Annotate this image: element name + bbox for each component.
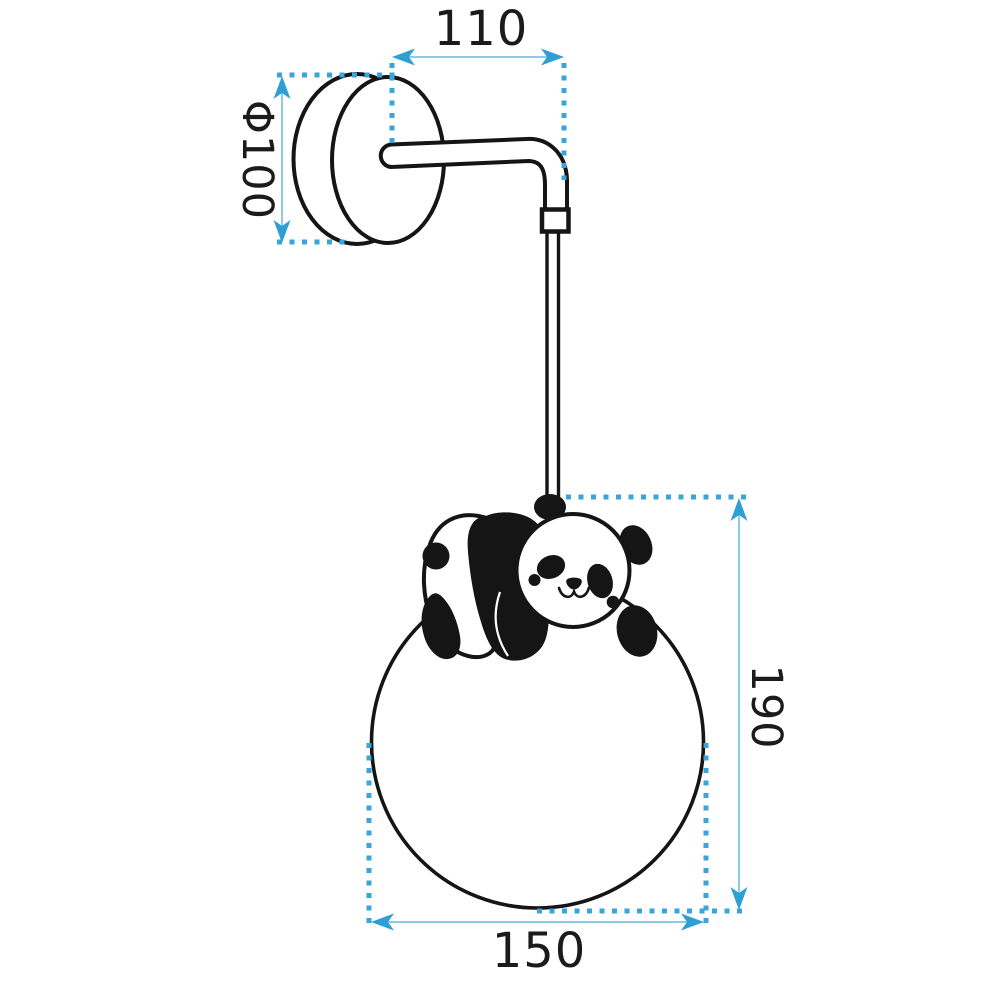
panda-figure xyxy=(421,494,658,661)
arrowhead-right-icon xyxy=(541,48,564,66)
panda-tail xyxy=(422,542,450,570)
arrowhead-left-icon xyxy=(392,48,415,66)
dimension-150 xyxy=(366,743,709,931)
dimension-label-shade-diameter: 150 xyxy=(491,923,587,979)
dimension-190 xyxy=(537,494,748,914)
arrowhead-left-icon xyxy=(371,913,394,931)
dimension-label-shade-drop-height: 190 xyxy=(741,664,791,750)
panda-leg-seam xyxy=(494,591,509,657)
panda-ear-left xyxy=(534,494,566,520)
arrowhead-up-icon xyxy=(273,76,291,99)
panda-mouth xyxy=(557,586,591,599)
arrowhead-down-icon xyxy=(273,220,291,243)
dimension-label-wall-plate-diameter: Φ100 xyxy=(232,100,282,220)
panda-rear-leg xyxy=(421,593,461,660)
arrowhead-up-icon xyxy=(730,498,748,521)
panda-eye-patch-right xyxy=(587,563,613,599)
panda-nose xyxy=(566,577,582,590)
curved-arm xyxy=(378,136,569,213)
dimension-phi100 xyxy=(273,72,397,245)
panda-cheek-dot-right xyxy=(606,595,620,609)
arrowhead-down-icon xyxy=(730,887,748,910)
panda-head xyxy=(514,512,632,629)
panda-eye-patch-left xyxy=(536,555,566,579)
power-cord xyxy=(545,231,561,502)
dimension-label-arm-projection: 110 xyxy=(433,1,529,57)
panda-arm-right xyxy=(616,605,658,657)
cord-socket xyxy=(539,207,571,234)
panda-cheek-dot-left xyxy=(528,574,541,586)
arrowhead-right-icon xyxy=(681,913,704,931)
